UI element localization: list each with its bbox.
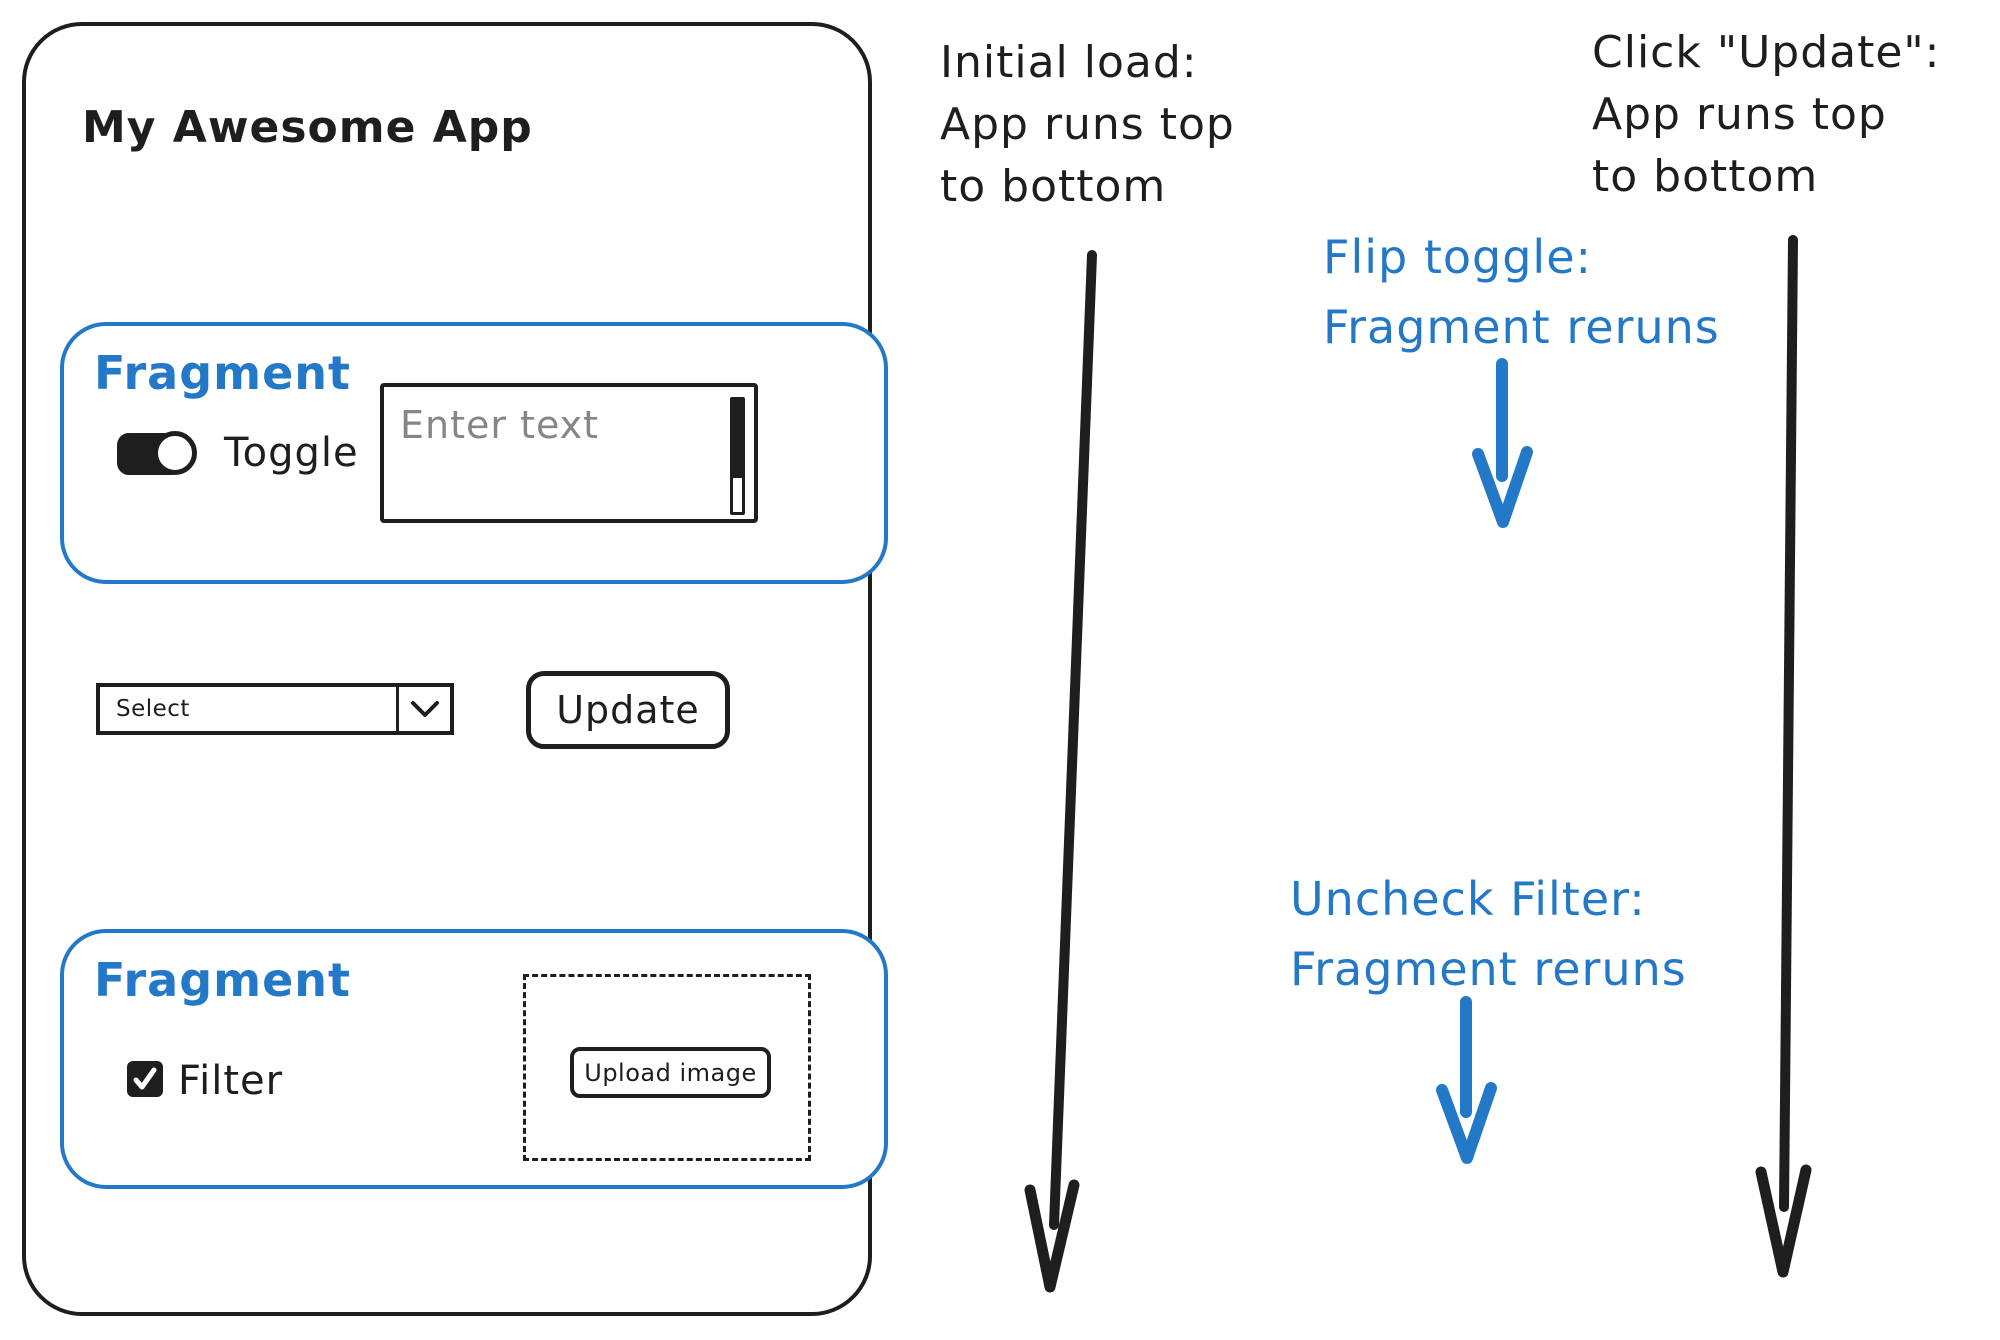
note-line: Initial load:	[940, 37, 1198, 88]
note-line: App runs top	[940, 99, 1235, 150]
app-title: My Awesome App	[82, 102, 533, 153]
uncheck-filter-arrow	[1436, 996, 1497, 1164]
initial-load-arrow	[1024, 250, 1097, 1293]
select-dropdown[interactable]: Select	[96, 683, 454, 735]
update-button-label: Update	[556, 688, 700, 732]
flip-toggle-arrow	[1472, 358, 1533, 528]
chevron-down-icon[interactable]	[396, 687, 450, 731]
scrollbar-thumb[interactable]	[733, 400, 742, 479]
note-line: Fragment reruns	[1290, 942, 1687, 996]
note-line: Fragment reruns	[1323, 300, 1720, 354]
note-click-update: Click "Update": App runs top to bottom	[1592, 22, 1940, 208]
click-update-arrow	[1755, 235, 1812, 1278]
note-initial-load: Initial load: App runs top to bottom	[940, 32, 1235, 218]
upload-dropzone[interactable]: Upload image	[523, 974, 811, 1161]
filter-label: Filter	[178, 1058, 284, 1104]
note-line: to bottom	[940, 161, 1167, 212]
filter-checkbox[interactable]	[127, 1061, 163, 1097]
note-uncheck-filter: Uncheck Filter: Fragment reruns	[1290, 864, 1687, 1004]
toggle-label: Toggle	[224, 430, 359, 476]
fragment-2-label: Fragment	[94, 953, 352, 1007]
note-flip-toggle: Flip toggle: Fragment reruns	[1323, 222, 1720, 362]
toggle-knob[interactable]	[153, 431, 197, 475]
note-line: App runs top	[1592, 89, 1887, 140]
fragment-1-label: Fragment	[94, 346, 352, 400]
fragment-box-1: Fragment Toggle Enter text	[60, 322, 888, 584]
text-input[interactable]: Enter text	[380, 383, 758, 523]
check-icon	[133, 1067, 157, 1090]
upload-image-button-label: Upload image	[584, 1058, 757, 1087]
note-line: Flip toggle:	[1323, 230, 1592, 284]
update-button[interactable]: Update	[526, 671, 730, 749]
note-line: to bottom	[1592, 151, 1819, 202]
note-line: Uncheck Filter:	[1290, 872, 1646, 926]
select-value: Select	[116, 696, 190, 722]
text-input-placeholder: Enter text	[400, 403, 600, 447]
app-window: My Awesome App Fragment Toggle Enter tex…	[22, 22, 888, 1316]
toggle-switch[interactable]	[117, 431, 213, 477]
note-line: Click "Update":	[1592, 27, 1941, 78]
fragment-box-2: Fragment Filter Upload image	[60, 929, 888, 1189]
text-input-scrollbar[interactable]	[730, 397, 745, 515]
upload-image-button[interactable]: Upload image	[570, 1047, 771, 1098]
